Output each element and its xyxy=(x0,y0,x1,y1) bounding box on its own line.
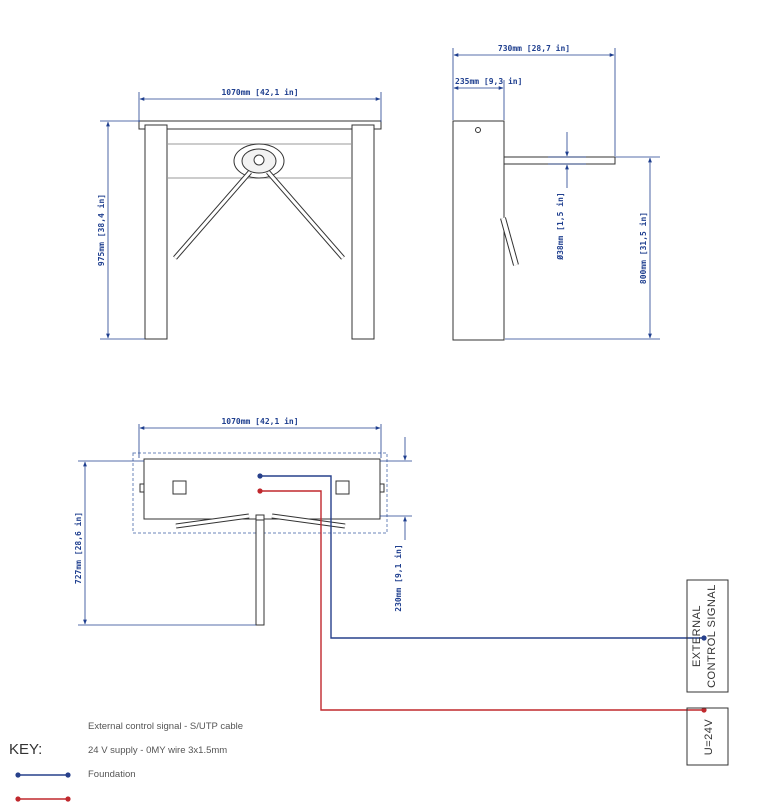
foundation-depth-label: 230mm [9,1 in] xyxy=(393,544,403,611)
supply-cable xyxy=(260,490,704,711)
signal-cable xyxy=(260,475,704,639)
supply-cable-start-dot xyxy=(257,488,263,494)
arm-diameter-label: Ø38mm [1,5 in] xyxy=(555,192,565,260)
key-item-supply: 24 V supply - 0MY wire 3x1.5mm xyxy=(88,745,227,756)
front-left-post xyxy=(144,124,168,340)
side-cabinet xyxy=(452,120,505,341)
front-right-post xyxy=(351,124,375,340)
front-width-label: 1070mm [42,1 in] xyxy=(221,87,298,97)
top-dimensions xyxy=(78,424,412,626)
front-dimensions xyxy=(100,92,382,340)
external-label-line1: EXTERNAL xyxy=(691,605,703,667)
key-item-signal: External control signal - S/UTP cable xyxy=(88,721,243,732)
power-box xyxy=(686,707,729,766)
top-extended-arm xyxy=(255,514,265,626)
top-reader-left xyxy=(172,480,187,495)
supply-cable-end-dot xyxy=(701,707,707,713)
signal-cable-start-dot xyxy=(257,473,263,479)
side-arm xyxy=(503,156,616,165)
front-height-label: 975mm [38,4 in] xyxy=(96,194,106,266)
power-label: U=24V xyxy=(703,719,715,756)
top-reader-right xyxy=(335,480,350,495)
side-depth-label: 730mm [28,7 in] xyxy=(498,43,570,53)
top-width-label: 1070mm [42,1 in] xyxy=(221,416,298,426)
signal-cable-end-dot xyxy=(701,635,707,641)
external-label-line2: CONTROL SIGNAL xyxy=(706,584,718,688)
side-dimensions xyxy=(452,48,660,340)
front-top-rail xyxy=(138,120,382,130)
top-view xyxy=(132,452,388,626)
external-signal-box xyxy=(686,579,729,693)
front-view xyxy=(138,120,382,340)
side-view xyxy=(452,120,616,341)
side-offset-label: 235mm [9,3 in] xyxy=(455,76,522,86)
key-title: KEY: xyxy=(9,741,42,758)
tripod-arms xyxy=(173,170,345,260)
arm-height-label: 800mm [31,5 in] xyxy=(638,212,648,284)
key-legend: KEY: External control signal - S/UTP cab… xyxy=(9,721,243,802)
key-item-foundation: Foundation xyxy=(88,769,136,780)
top-depth-label: 727mm [28,6 in] xyxy=(73,512,83,584)
